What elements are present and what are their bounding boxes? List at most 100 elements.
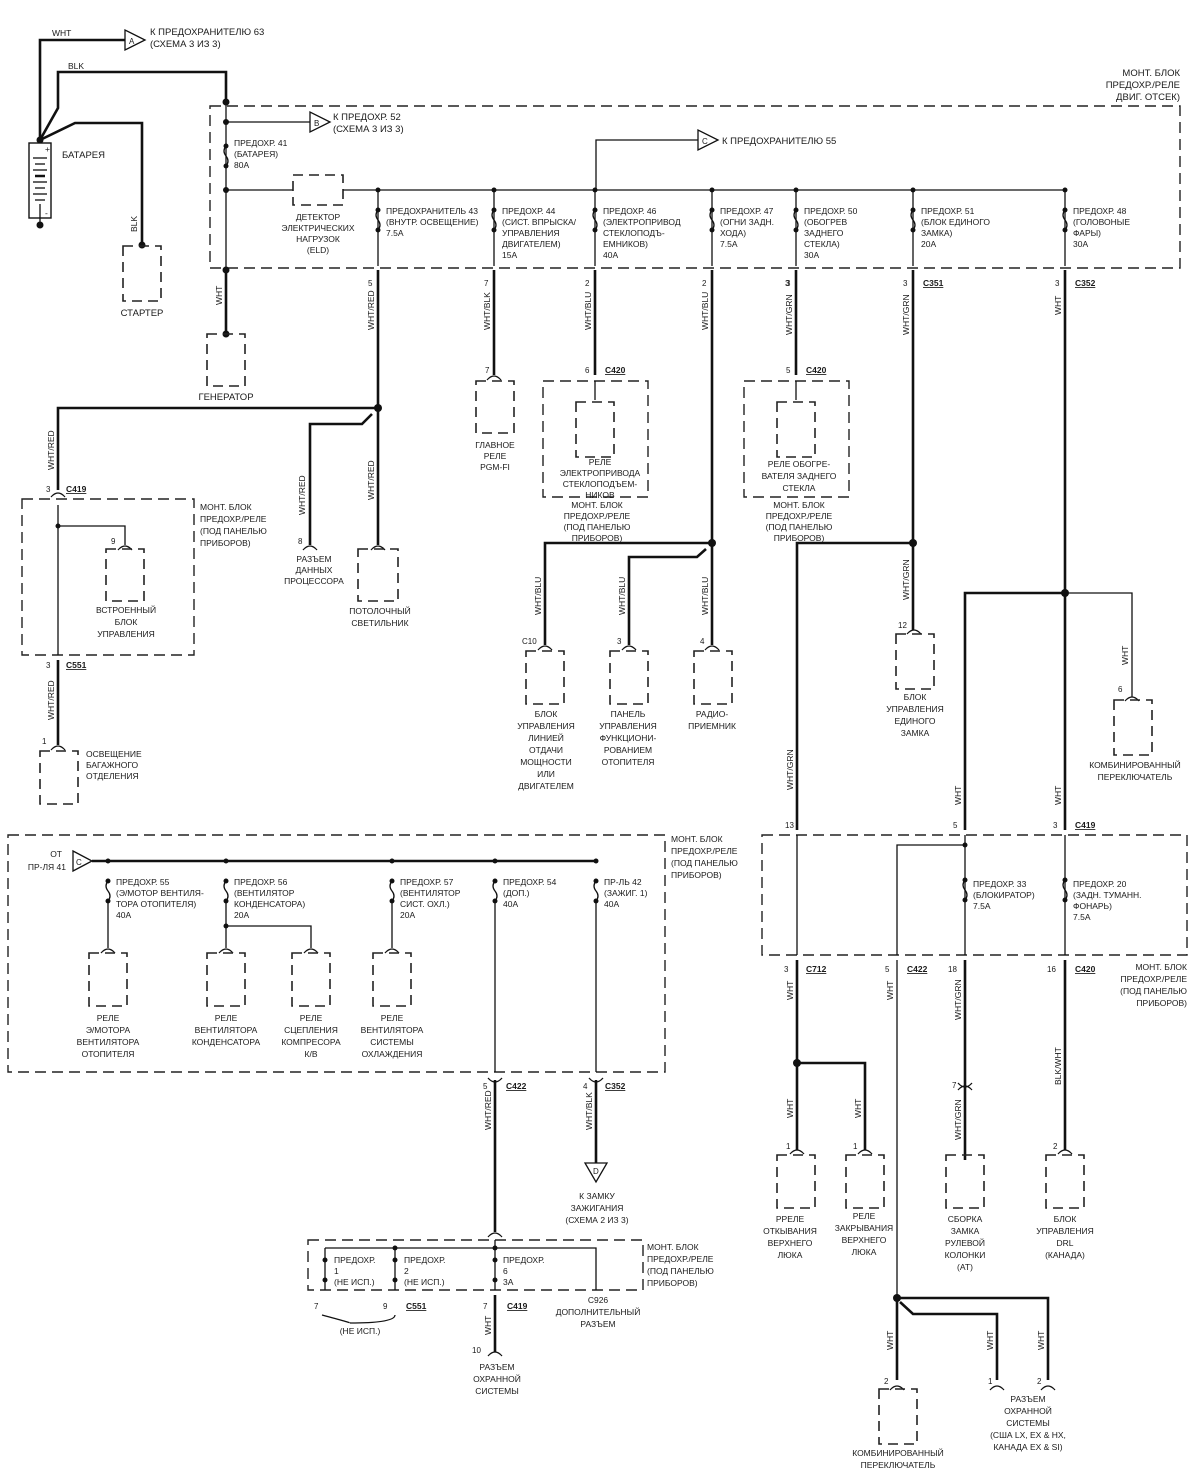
pcm-label: МОЩНОСТИ — [520, 757, 572, 767]
engine-fuse-label: (БЛОК ЕДИНОГО — [921, 217, 990, 227]
door-lock-unit[interactable] — [895, 633, 935, 690]
offpage-connector-C[interactable] — [697, 128, 720, 152]
pin-number: 7 — [483, 1302, 488, 1311]
fan-fuse-label: (ВЕНТИЛЯТОР — [234, 888, 295, 898]
fan-box-fuse[interactable]: ПРЕДОХР. 55(Э/МОТОР ВЕНТИЛЯ-ТОРА ОТОПИТЕ… — [105, 858, 204, 949]
fan-relay-label: ВЕНТИЛЯТОРА — [77, 1037, 140, 1047]
combo-switch-label: КОМБИНИРОВАННЫЙ — [1089, 759, 1181, 770]
wire-label: BLK/WHT — [1053, 1047, 1063, 1085]
data-link-label: РАЗЪЕМ — [296, 554, 331, 564]
security-connector-pin-1[interactable] — [989, 1385, 1005, 1391]
connector-c352: C352 — [605, 1081, 626, 1091]
defog-relay-label: РЕЛЕ ОБОГРЕ- — [768, 459, 831, 469]
security-connector-pin-2[interactable] — [1040, 1385, 1056, 1391]
pcm-component[interactable] — [525, 650, 565, 705]
pin-number: 7 — [485, 366, 490, 375]
fan-relay-label: РЕЛЕ — [97, 1013, 120, 1023]
eld-detector[interactable] — [292, 174, 344, 206]
engine-fuse[interactable]: ПРЕДОХРАНИТЕЛЬ 43(ВНУТР. ОСВЕЩЕНИЕ)7.5A5 — [368, 187, 479, 289]
offpage-letter: B — [314, 119, 319, 128]
engine-fuse-label: (ОГНИ ЗАДН. — [720, 217, 774, 227]
window-relay-component[interactable] — [575, 401, 615, 458]
eld-label: ЭЛЕКТРИЧЕСКИХ — [281, 223, 355, 233]
engine-fuse-label: (ОБОГРЕВ — [804, 217, 847, 227]
fan-box-fuse[interactable]: ПР-ЛЬ 42(ЗАЖИГ. 1)40A — [593, 858, 648, 1073]
fuse-41-rating: 80A — [234, 160, 249, 170]
wire-label: WHT/RED — [366, 460, 376, 500]
engine-fuse-label: (ГОЛОВОНЫЕ — [1073, 217, 1130, 227]
pin-number: 1 — [786, 1142, 791, 1151]
engine-fuse-box: МОНТ. БЛОК ПРЕДОХР./РЕЛЕ ДВИГ. ОТСЕК) B … — [209, 68, 1181, 269]
radio-component[interactable] — [693, 650, 733, 705]
drl-control-unit[interactable] — [1045, 1154, 1085, 1209]
engine-fuse-label: 40A — [603, 250, 618, 260]
pcm-label: ИЛИ — [537, 769, 555, 779]
pin-number: 1 — [853, 1142, 858, 1151]
aux-conn-label: РАЗЪЕМ — [580, 1319, 615, 1329]
integrated-control-unit[interactable] — [105, 548, 145, 602]
pin-number: 3 — [786, 279, 791, 288]
heater-panel-component[interactable] — [609, 650, 649, 705]
generator-component[interactable] — [206, 333, 246, 387]
ceiling-light-component[interactable] — [357, 548, 399, 602]
ceiling-light-label: СВЕТИЛЬНИК — [351, 618, 408, 628]
offpage-B-label: (СХЕМА 3 ИЗ 3) — [333, 124, 404, 135]
starter-component[interactable] — [122, 245, 162, 302]
engine-fuse[interactable]: ПРЕДОХР. 44(СИСТ. ВПРЫСКА/УПРАВЛЕНИЯДВИГ… — [484, 187, 577, 289]
security-connector-pin-10[interactable] — [487, 1351, 503, 1357]
dash-box-label: ПРЕДОХР./РЕЛЕ — [564, 511, 631, 521]
fuse-20-label: ФОНАРЬ) — [1073, 901, 1112, 911]
engine-fuse-label: СТЕКЛОПОДЪ- — [603, 228, 665, 238]
engine-fuse[interactable]: ПРЕДОХР. 47(ОГНИ ЗАДН.ХОДА)7.5A2 — [702, 187, 774, 289]
dash-box-label: МОНТ. БЛОК — [200, 502, 252, 512]
wire-blk-starter — [39, 121, 144, 245]
defog-relay-label: СТЕКЛА — [783, 483, 816, 493]
steering-lock-label: КОЛОНКИ — [945, 1250, 986, 1260]
fan-fuse-group: ПРЕДОХР. 55(Э/МОТОР ВЕНТИЛЯ-ТОРА ОТОПИТЕ… — [77, 858, 648, 1073]
right-dash-fuse-box: 13 5 3 C419 ПРЕДОХР. 33 (БЛОКИРАТОР) 7.5… — [761, 820, 1188, 1470]
fan-relay-label: К/В — [305, 1049, 318, 1059]
security-conn-label: ОХРАННОЙ — [473, 1373, 521, 1384]
pcm-label: ДВИГАТЕЛЕМ — [518, 781, 574, 791]
offpage-connector-B[interactable] — [309, 110, 332, 134]
trunk-light-label: БАГАЖНОГО — [86, 760, 138, 770]
fan-relay-label: КОНДЕНСАТОРА — [192, 1037, 261, 1047]
main-relay-pgm-fi[interactable] — [475, 380, 515, 434]
fuse-41-label: ПРЕДОХР. 41 — [234, 138, 288, 148]
engine-fuse[interactable]: ПРЕДОХР. 46(ЭЛЕКТРОПРИВОДСТЕКЛОПОДЪ-ЕМНИ… — [585, 187, 681, 289]
fuse-33-label: ПРЕДОХР. 33 — [973, 879, 1027, 889]
offpage-connector-D[interactable] — [583, 1162, 609, 1184]
fan-box-fuse[interactable]: ПРЕДОХР. 54(ДОП.)40A — [492, 858, 557, 1073]
battery-plus: + — [45, 144, 50, 154]
combination-switch-1[interactable] — [1113, 699, 1153, 756]
pin-number: 1 — [42, 737, 47, 746]
fan-fuse-label: ПР-ЛЬ 42 — [604, 877, 642, 887]
dash-box-label: МОНТ. БЛОК — [773, 500, 825, 510]
steering-lock-assembly[interactable] — [945, 1154, 985, 1209]
offpage-connector-A[interactable] — [124, 28, 147, 52]
trunk-light-component[interactable] — [39, 750, 79, 805]
connector-c419: C419 — [507, 1301, 528, 1311]
sunroof-close-relay[interactable] — [845, 1154, 885, 1209]
wire-label: WHT/RED — [366, 290, 376, 330]
pin-number: 3 — [784, 965, 789, 974]
wire-label: WHT — [885, 981, 895, 1000]
headlight-circuit: WHT WHT 6 КОМБИНИРОВАННЫЙ ПЕРЕКЛЮЧАТЕЛЬ … — [953, 270, 1181, 830]
engine-fuse-label: ПРЕДОХР. 48 — [1073, 206, 1127, 216]
starter-label: СТАРТЕР — [121, 308, 164, 319]
combination-switch-2[interactable] — [878, 1388, 918, 1445]
offpage-connector-C-in[interactable] — [72, 849, 94, 873]
window-relay-label: НИКОВ — [585, 490, 615, 500]
fan-relay-label: ВЕНТИЛЯТОРА — [361, 1025, 424, 1035]
sunroof-open-relay[interactable] — [776, 1154, 816, 1209]
defog-relay-component[interactable] — [776, 401, 816, 458]
